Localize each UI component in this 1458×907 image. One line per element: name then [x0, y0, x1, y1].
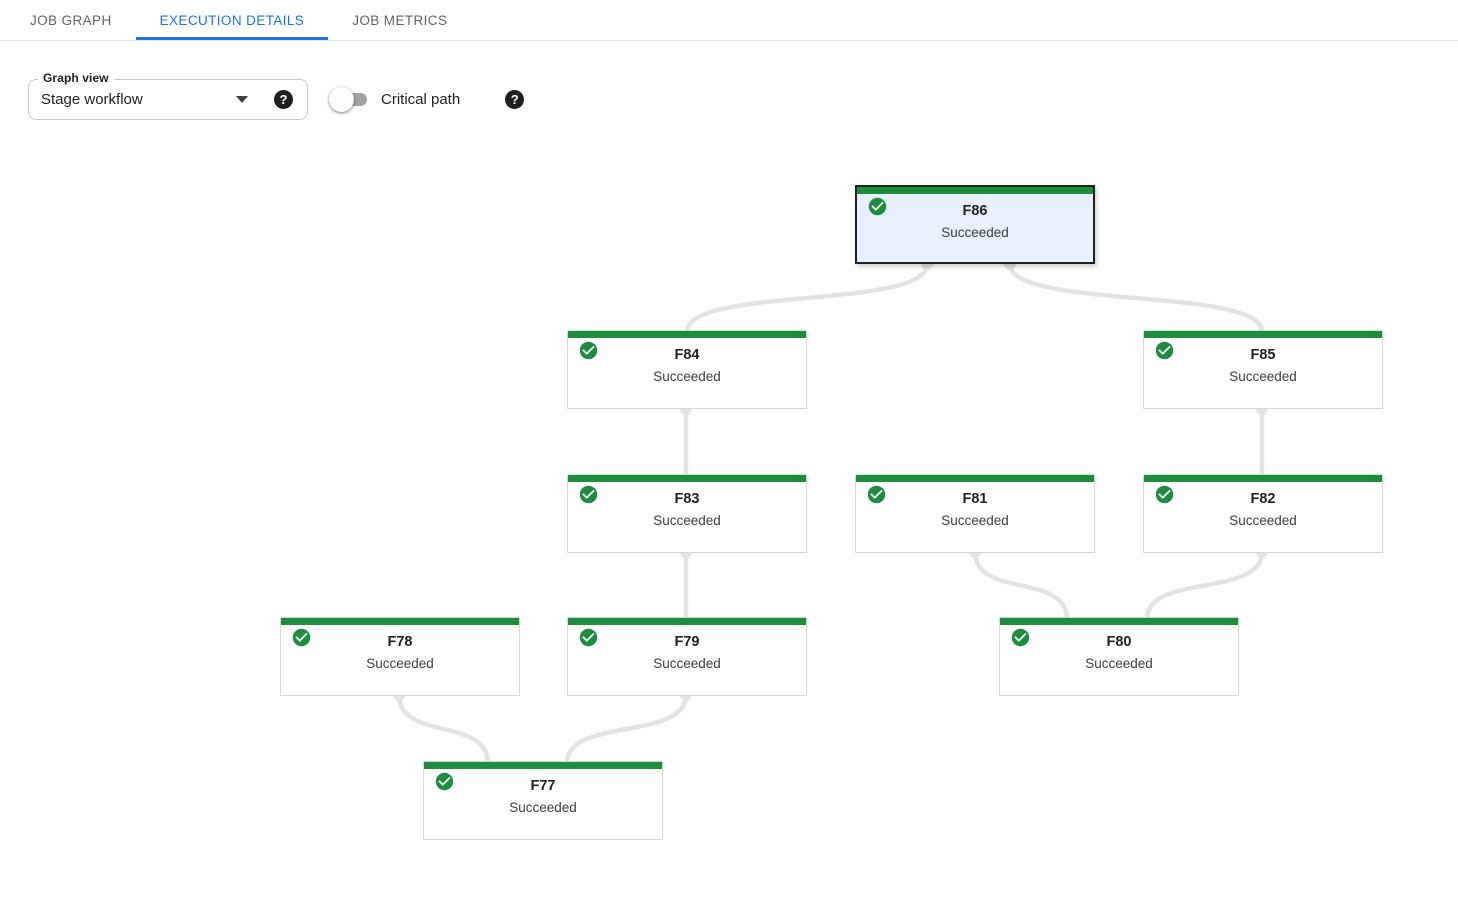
check-circle-icon [1010, 627, 1031, 648]
tab-execution-details[interactable]: EXECUTION DETAILS [136, 0, 329, 40]
tab-job-graph[interactable]: JOB GRAPH [6, 0, 136, 40]
edge-f79-f77 [564, 692, 689, 766]
check-circle-icon [578, 340, 599, 361]
critical-path-toggle[interactable] [329, 87, 369, 112]
stage-status: Succeeded [1085, 656, 1153, 671]
stage-node-f78[interactable]: F78 Succeeded [280, 617, 520, 696]
status-bar [424, 762, 662, 769]
check-circle-icon [434, 771, 455, 792]
status-bar [568, 475, 806, 482]
edge-f81-f80 [972, 549, 1070, 622]
status-bar [568, 331, 806, 338]
tab-label: EXECUTION DETAILS [159, 12, 305, 28]
stage-name: F80 [1106, 634, 1132, 650]
stage-status: Succeeded [1229, 513, 1297, 528]
check-circle-icon [1154, 340, 1175, 361]
tab-label: JOB METRICS [352, 12, 448, 28]
tab-job-metrics[interactable]: JOB METRICS [328, 0, 471, 40]
edge-f78-f77 [396, 692, 491, 766]
tab-label: JOB GRAPH [30, 12, 112, 28]
check-circle-icon [866, 484, 887, 505]
status-bar [281, 618, 519, 625]
stage-status: Succeeded [1229, 369, 1297, 384]
stage-name: F82 [1250, 491, 1276, 507]
stage-name: F86 [962, 203, 988, 219]
graph-view-value: Stage workflow [41, 91, 143, 108]
stage-status: Succeeded [509, 800, 577, 815]
check-circle-icon [1154, 484, 1175, 505]
stage-name: F79 [674, 634, 700, 650]
stage-name: F84 [674, 347, 700, 363]
check-circle-icon [291, 627, 312, 648]
stage-name: F77 [530, 778, 556, 794]
status-bar [857, 187, 1093, 194]
check-circle-icon [578, 627, 599, 648]
chevron-down-icon [236, 96, 248, 103]
stage-status: Succeeded [941, 513, 1009, 528]
critical-path-control: Critical path ? [329, 79, 525, 120]
stage-node-f85[interactable]: F85 Succeeded [1143, 330, 1383, 409]
stage-name: F81 [962, 491, 988, 507]
stage-status: Succeeded [653, 513, 721, 528]
check-circle-icon [578, 484, 599, 505]
stage-node-f84[interactable]: F84 Succeeded [567, 330, 807, 409]
graph-view-select[interactable]: Graph view Stage workflow ? [28, 71, 308, 120]
status-bar [568, 618, 806, 625]
graph-view-help-icon[interactable]: ? [274, 90, 293, 109]
edge-f86-f84 [684, 261, 930, 335]
stage-node-f80[interactable]: F80 Succeeded [999, 617, 1239, 696]
edge-f82-f80 [1144, 549, 1265, 622]
stage-name: F85 [1250, 347, 1276, 363]
status-bar [1000, 618, 1238, 625]
stage-name: F83 [674, 491, 700, 507]
edge-f86-f85 [1007, 261, 1265, 335]
stage-node-f81[interactable]: F81 Succeeded [855, 474, 1095, 553]
stage-node-f79[interactable]: F79 Succeeded [567, 617, 807, 696]
status-bar [856, 475, 1094, 482]
stage-status: Succeeded [941, 225, 1009, 240]
toggle-knob [329, 87, 354, 112]
tab-bar: JOB GRAPH EXECUTION DETAILS JOB METRICS [0, 0, 1458, 41]
stage-status: Succeeded [653, 369, 721, 384]
stage-node-f83[interactable]: F83 Succeeded [567, 474, 807, 553]
status-bar [1144, 331, 1382, 338]
status-bar [1144, 475, 1382, 482]
stage-status: Succeeded [366, 656, 434, 671]
check-circle-icon [867, 196, 888, 217]
stage-node-f82[interactable]: F82 Succeeded [1143, 474, 1383, 553]
graph-controls: Graph view Stage workflow ? Critical pat… [0, 71, 1458, 121]
critical-path-help-icon[interactable]: ? [505, 90, 525, 109]
graph-view-label: Graph view [38, 71, 114, 85]
stage-node-f77[interactable]: F77 Succeeded [423, 761, 663, 840]
stage-node-f86[interactable]: F86 Succeeded [855, 185, 1095, 264]
stage-name: F78 [387, 634, 413, 650]
critical-path-label: Critical path [381, 91, 461, 108]
stage-status: Succeeded [653, 656, 721, 671]
